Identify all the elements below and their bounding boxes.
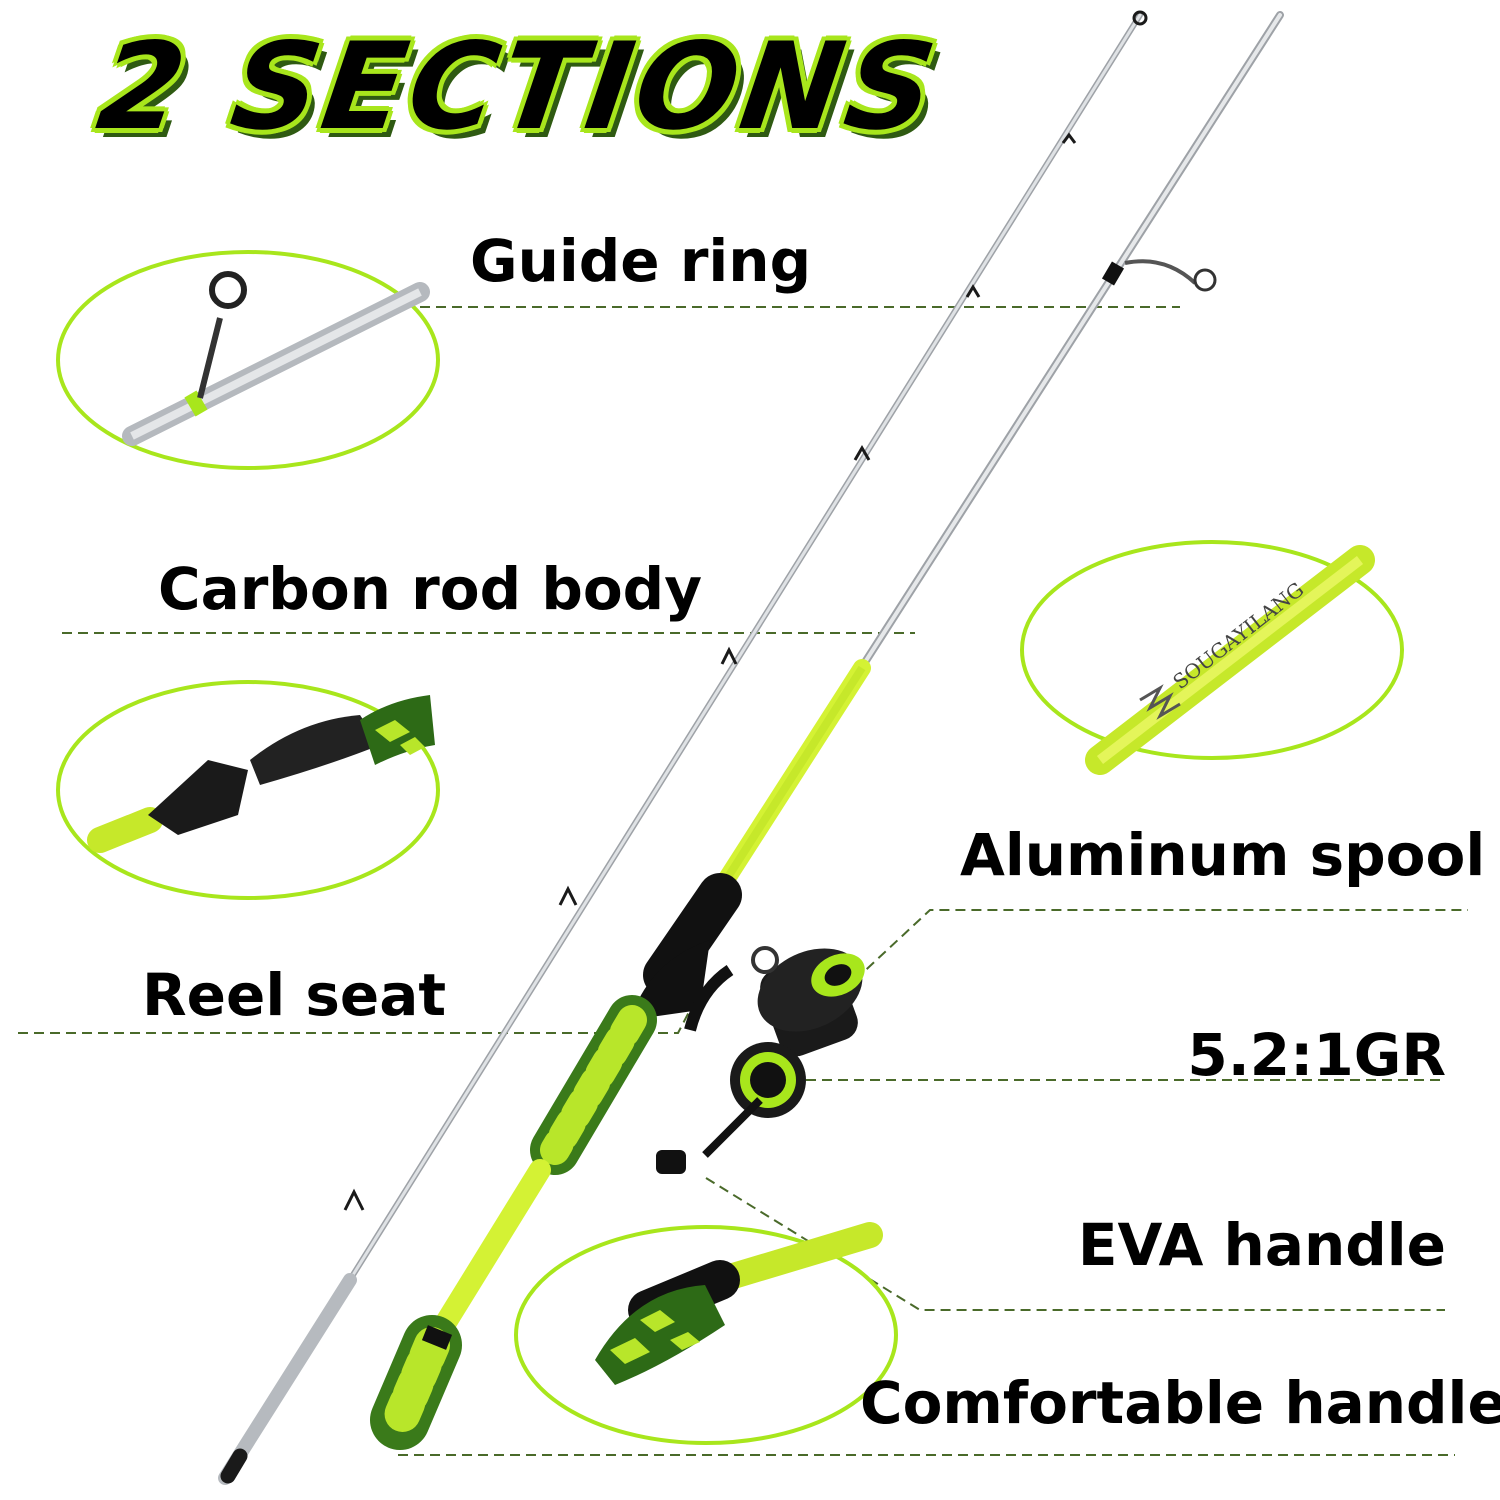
- label-eva-handle: EVA handle: [1077, 1211, 1446, 1279]
- rod-section-2: [370, 11, 1284, 1450]
- spinning-reel: [656, 946, 865, 1174]
- leader-lines: [18, 306, 1468, 1456]
- label-aluminum-spool: Aluminum spool: [960, 821, 1486, 889]
- leader-aluminum-spool: [854, 909, 1468, 981]
- zoom-comfortable-handle: [514, 1222, 898, 1445]
- label-carbon-rod-body: Carbon rod body: [158, 555, 703, 623]
- page-title: 2 SECTIONS: [90, 18, 947, 157]
- brand-logo-icon: [1139, 684, 1181, 720]
- label-reel-seat: Reel seat: [142, 961, 447, 1029]
- leader-reel-seat: [18, 1009, 691, 1034]
- leader-eva-handle: [705, 1177, 1445, 1311]
- label-guide-ring: Guide ring: [470, 227, 812, 295]
- rod-section-1: [218, 10, 1148, 1485]
- zoom-reel-seat: [56, 680, 440, 900]
- label-gear-ratio: 5.2:1GR: [1187, 1021, 1446, 1089]
- guide-rings-section-1: [343, 10, 1148, 1211]
- label-comfortable-handle: Comfortable handle: [860, 1369, 1500, 1437]
- zoom-brand-label: SOUGAYILANG: [1020, 540, 1404, 775]
- zoom-guide-ring: [56, 250, 440, 470]
